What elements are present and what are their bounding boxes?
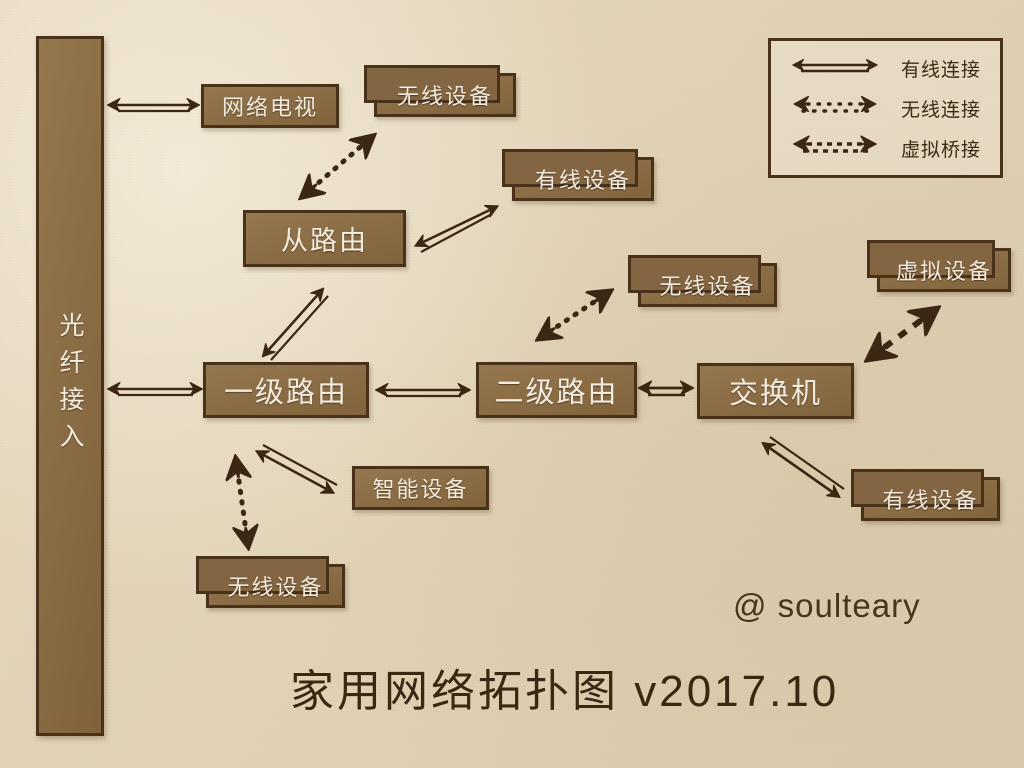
author-signature: @ soulteary [733,587,921,624]
edge-slaverouter-to-router1 [264,290,329,361]
node-wired-device-slave[interactable]: 有线设备 [502,149,654,201]
uplink-fiber-bar[interactable]: 光纤接入 [36,36,104,736]
legend-item-wired: 有线连接 [781,50,990,86]
edge-uplink-to-iptv [110,105,197,113]
edge-router2-to-switch [641,388,691,397]
node-smart-device[interactable]: 智能设备 [352,466,489,510]
node-label: 有线设备 [534,168,631,193]
node-label: 二级路由 [494,377,619,409]
edge-router1-to-router2 [378,390,468,398]
edge-router2-to-wifi [540,292,609,338]
node-router-level-1[interactable]: 一级路由 [203,362,369,418]
node-iptv[interactable]: 网络电视 [201,84,339,128]
node-router-level-2[interactable]: 二级路由 [476,362,637,418]
node-wireless-device-slave[interactable]: 无线设备 [364,65,516,117]
edge-switch-to-virtualdev [870,310,935,358]
diagram-title: 家用网络拓扑图 v2017.10 [290,667,840,716]
node-virtual-device[interactable]: 虚拟设备 [867,240,1011,292]
legend-item-wireless: 无线连接 [781,90,990,126]
edge-slaverouter-to-wired [417,207,496,253]
legend-label: 虚拟桥接 [901,139,982,161]
node-wireless-device-router2[interactable]: 无线设备 [628,255,777,307]
wired-line-icon [781,51,889,85]
node-label: 无线设备 [396,84,493,109]
edge-router1-to-smartdev [258,444,338,492]
node-label: 虚拟设备 [895,259,992,284]
node-label: 有线设备 [882,488,979,513]
node-wireless-device-router1[interactable]: 无线设备 [196,556,345,608]
node-label: 无线设备 [227,575,324,600]
node-label: 交换机 [728,378,822,410]
node-label: 从路由 [281,226,368,256]
node-wired-device-switch[interactable]: 有线设备 [851,469,1000,521]
legend-item-virtual-bridge: 虚拟桥接 [781,130,990,166]
legend-panel: 有线连接 无线连接 虚拟桥接 [768,38,1003,178]
node-label: 一级路由 [223,377,348,409]
edge-switch-to-wired [764,436,845,496]
node-slave-router[interactable]: 从路由 [243,210,406,267]
node-label: 智能设备 [372,477,469,502]
legend-label: 无线连接 [901,99,982,121]
virtual-bridge-line-icon [781,131,889,165]
node-switch[interactable]: 交换机 [697,363,854,419]
uplink-label: 光纤接入 [56,312,84,460]
node-label: 网络电视 [221,95,318,120]
legend-label: 有线连接 [901,59,982,81]
wireless-line-icon [781,91,889,125]
edge-uplink-to-router1 [110,389,200,397]
node-label: 无线设备 [659,274,756,299]
edge-slaverouter-to-wifi [303,137,372,196]
edge-router1-to-wifi [236,460,248,545]
